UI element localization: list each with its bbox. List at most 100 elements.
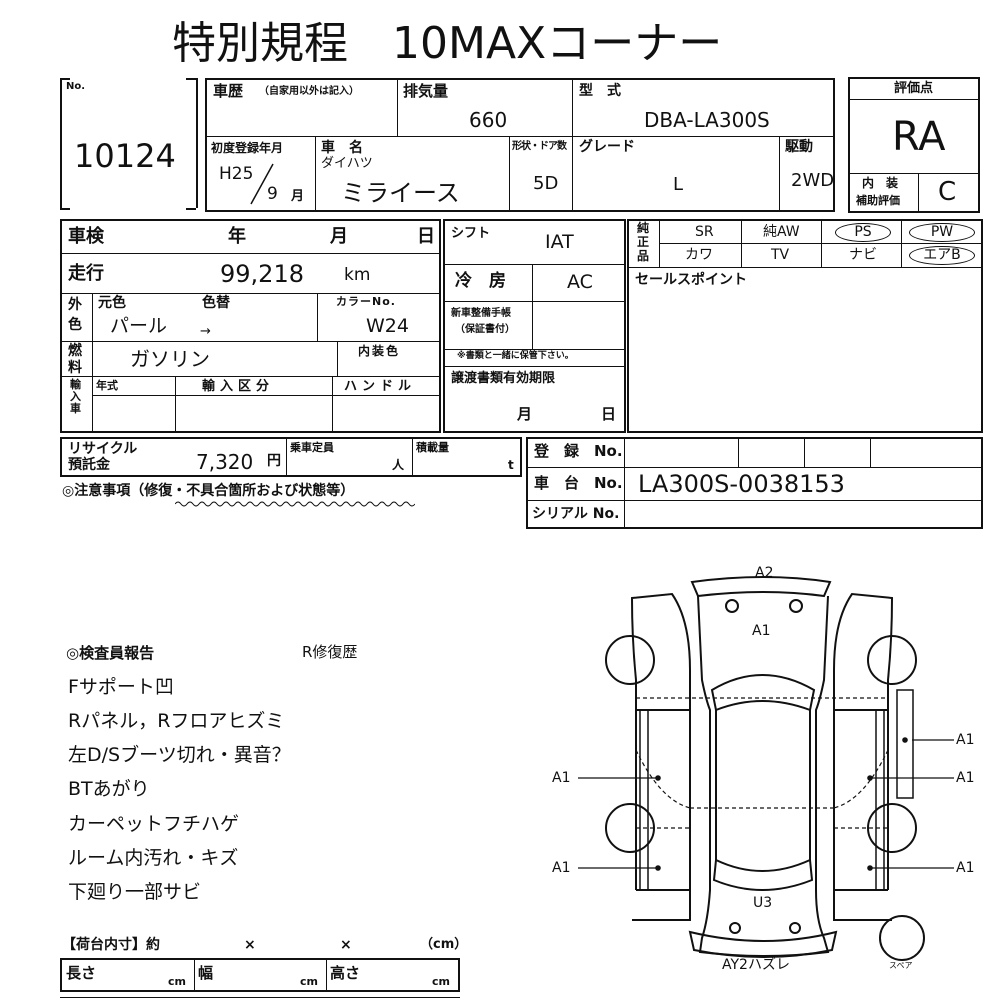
doors-label: 形状・ドア数 — [512, 141, 567, 152]
car-maker: ダイハツ — [321, 156, 373, 171]
orig-color-label: 元色 — [98, 295, 126, 311]
car-name-value: ミライース — [341, 179, 460, 207]
spare-tire-label: スペア — [889, 961, 913, 970]
serial-label: シリアル No. — [532, 506, 620, 522]
damage-trunk: U3 — [753, 895, 773, 911]
recycle-value: 7,320 — [196, 450, 254, 474]
equip-leather: カワ — [685, 247, 713, 263]
color-code-label: カラーNo. — [336, 295, 396, 308]
cargo-bottom-line — [60, 997, 460, 998]
equip-navi: ナビ — [849, 247, 877, 263]
cargo-height-label: 高さ — [330, 964, 361, 982]
doors-value: 5D — [533, 173, 559, 194]
registration-label: 登 録 No. — [534, 442, 623, 460]
color-side-label-1: 外 — [68, 297, 82, 313]
fuel-value: ガソリン — [130, 347, 210, 371]
car-name-label: 車 名 — [321, 140, 363, 156]
cargo-length-unit: cm — [168, 975, 186, 988]
import-side-label: 輸入車 — [70, 378, 81, 415]
first-reg-month-unit: 月 — [291, 189, 305, 204]
cargo-width-unit: cm — [300, 975, 318, 988]
color-code-value: W24 — [366, 315, 409, 337]
rating-box: 評価点 RA 内 装 補助評価 C — [848, 77, 980, 213]
chassis-value: LA300S-0038153 — [638, 470, 845, 498]
handbook-note: ※書類と一緒に保管下さい。 — [457, 351, 574, 361]
history-note: （自家用以外は記入） — [259, 86, 359, 97]
registration-table: 登 録 No. 車 台 No. LA300S-0038153 シリアル No. — [526, 437, 983, 529]
mileage-label: 走行 — [68, 263, 104, 284]
cargo-length-label: 長さ — [66, 964, 97, 982]
drive-value: 2WD — [791, 170, 835, 191]
mileage-unit: km — [344, 265, 371, 285]
grade-label: グレード — [579, 139, 635, 155]
inspector-repair-flag: R修復歴 — [302, 643, 358, 661]
lot-no-label: No. — [66, 81, 86, 92]
capacity-unit: 人 — [392, 458, 405, 472]
color-value: パール — [110, 315, 168, 337]
recycle-label-1: リサイクル — [68, 441, 138, 457]
damage-hood: A1 — [752, 623, 771, 639]
documents-day: 日 — [601, 405, 617, 423]
equip-side-label-3: 品 — [637, 249, 650, 263]
inspection-label: 車検 — [68, 226, 104, 247]
rating-label: 評価点 — [894, 81, 934, 96]
aircon-label: 冷 房 — [455, 271, 506, 291]
vehicle-info-table: 車歴 （自家用以外は記入） 排気量 660 型 式 DBA-LA300S 初度登… — [205, 78, 835, 212]
damage-left-rear-door: A1 — [552, 860, 571, 876]
damage-rear-bumper: AY2ハズレ — [722, 957, 790, 973]
model-value: DBA-LA300S — [644, 108, 770, 132]
drive-label: 駆動 — [785, 139, 813, 155]
notes-label: ◎注意事項（修復・不具合箇所および状態等） — [62, 483, 355, 499]
color-change-arrow: → — [200, 324, 211, 339]
sales-point-label: セールスポイント — [635, 272, 747, 288]
load-label: 積載量 — [416, 441, 449, 454]
cargo-x2: × — [340, 937, 352, 953]
displacement-label: 排気量 — [403, 82, 449, 100]
grade-value: L — [673, 174, 684, 195]
shift-value: IAT — [545, 231, 574, 253]
inspector-line: BTあがり — [68, 778, 150, 800]
damage-right-rear-door: A1 — [956, 860, 975, 876]
equipment-table: 純 正 品 SR 純AW PS PW カワ TV ナビ エアB セールスポイント — [627, 219, 983, 433]
load-unit: t — [508, 458, 514, 472]
interior-label-2: 補助評価 — [856, 194, 900, 207]
cargo-width-label: 幅 — [198, 964, 214, 982]
fuel-side-label-1: 燃 — [68, 343, 82, 359]
cargo-table: 長さ cm 幅 cm 高さ cm — [60, 958, 460, 992]
equip-side-label-2: 正 — [637, 235, 650, 249]
inspector-line: Rパネル，Rフロアヒズミ — [68, 710, 285, 732]
damage-left-front-door: A1 — [552, 770, 571, 786]
aircon-value: AC — [567, 271, 593, 293]
capacity-label: 乗車定員 — [290, 441, 334, 454]
inspector-line: 左D/Sブーツ切れ・異音？ — [68, 744, 291, 766]
inspector-line: 下廻り一部サビ — [68, 881, 202, 903]
color-change-label: 色替 — [202, 295, 230, 311]
notes-wavy-underline — [175, 501, 415, 507]
inspection-year: 年 — [228, 226, 246, 247]
handbook-label-2: （保証書付） — [455, 324, 515, 335]
import-year-label: 年式 — [96, 379, 118, 392]
shift-label: シフト — [451, 226, 491, 241]
documents-label: 譲渡書類有効期限 — [451, 371, 556, 386]
inspector-line: カーペットフチハゲ — [68, 813, 240, 835]
color-side-label-2: 色 — [68, 317, 82, 333]
shift-table: シフト IAT 冷 房 AC 新車整備手帳 （保証書付） ※書類と一緒に保管下さ… — [443, 219, 626, 433]
history-label: 車歴 — [213, 82, 244, 100]
displacement-value: 660 — [469, 108, 508, 132]
equip-side-label-1: 純 — [637, 221, 650, 235]
interior-rating-value: C — [938, 177, 957, 207]
mileage-value: 99,218 — [220, 260, 304, 288]
equip-aw: 純AW — [763, 224, 800, 240]
lot-number: 10124 — [74, 137, 176, 175]
cargo-height-unit: cm — [432, 975, 450, 988]
damage-right-front-door: A1 — [956, 770, 975, 786]
equip-pw: PW — [909, 223, 975, 242]
recycle-unit: 円 — [267, 453, 281, 469]
handle-label: ハンドル — [344, 379, 417, 394]
first-reg-era-year: H25 — [219, 164, 254, 184]
inspection-day: 日 — [417, 226, 435, 247]
equip-airbag: エアB — [909, 246, 975, 265]
cargo-label: 【荷台内寸】約 — [62, 937, 160, 953]
damage-right-step: A1 — [956, 732, 975, 748]
import-class-label: 輸入区分 — [202, 379, 275, 394]
